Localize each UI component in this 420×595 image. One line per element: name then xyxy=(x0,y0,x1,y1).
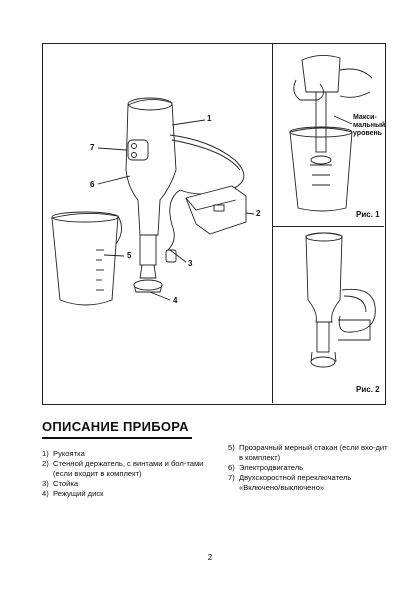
frame-divider-horizontal xyxy=(272,226,384,227)
list-item: 2)Стенной держатель, с винтами и бол-там… xyxy=(42,459,204,478)
callout-3: 3 xyxy=(188,259,193,268)
frame-divider-vertical xyxy=(272,43,273,403)
callout-2: 2 xyxy=(256,209,261,218)
measuring-beaker-illustration xyxy=(51,211,122,306)
parts-list-right: 5)Прозрачный мерный стакан (если вхо-дит… xyxy=(228,443,388,493)
wall-bracket-illustration xyxy=(185,185,247,235)
list-item: 5)Прозрачный мерный стакан (если вхо-дит… xyxy=(228,443,388,462)
page-number: 2 xyxy=(207,553,213,562)
list-item: 6)Электродвигатель xyxy=(228,463,304,472)
title-underline xyxy=(42,437,192,439)
list-item: 4)Режущий диск xyxy=(42,489,104,498)
max-level-line-1: Макси- xyxy=(353,114,377,121)
fig1-illustration xyxy=(289,55,373,212)
list-item: 7)Двухскоростной переключатель «Включено… xyxy=(228,473,352,492)
section-title: ОПИСАНИЕ ПРИБОРА xyxy=(42,419,189,434)
max-level-annotation: Макси- мальный уровень xyxy=(353,114,385,138)
callout-5: 5 xyxy=(127,251,132,260)
list-item: 1)Рукоятка xyxy=(42,449,85,458)
callout-7: 7 xyxy=(90,143,95,152)
fig2-label: Рис. 2 xyxy=(356,385,380,394)
list-item: 3)Стойка xyxy=(42,479,79,488)
callout-4: 4 xyxy=(173,296,178,305)
fig2-illustration xyxy=(305,232,376,368)
hand-blender-illustration xyxy=(125,97,245,293)
callout-6: 6 xyxy=(90,180,95,189)
callout-1: 1 xyxy=(207,114,212,123)
parts-list-left: 1)Рукоятка 2)Стенной держатель, с винтам… xyxy=(42,449,212,499)
max-level-line-2: мальный xyxy=(353,122,386,129)
fig1-label: Рис. 1 xyxy=(356,210,380,219)
max-level-line-3: уровень xyxy=(353,130,382,137)
